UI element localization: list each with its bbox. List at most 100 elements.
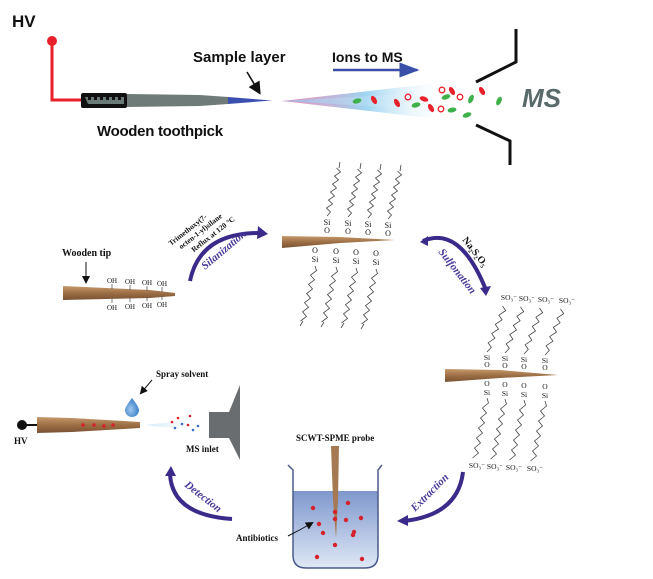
ion-green bbox=[447, 107, 457, 113]
ion-green bbox=[496, 96, 502, 106]
analyte-ion bbox=[170, 420, 174, 424]
vinyl-end bbox=[399, 164, 402, 172]
beaker bbox=[287, 464, 383, 569]
oxygen-atom: O bbox=[484, 379, 490, 388]
alkyl-chain bbox=[366, 169, 383, 219]
antibiotic-particle bbox=[310, 505, 316, 511]
antibiotics-pointer-arrow bbox=[287, 521, 314, 537]
sulfonation-arrow: Na₂S₂O₅ Sulfonation bbox=[420, 235, 491, 296]
alkyl-chain bbox=[523, 307, 544, 355]
silicon-atom: Si bbox=[502, 354, 508, 363]
oxygen-atom: O bbox=[353, 248, 359, 257]
alkyl-chain bbox=[300, 265, 317, 322]
wooden-toothpick bbox=[127, 94, 228, 107]
sample-layer-pointer-arrow bbox=[246, 71, 261, 95]
alkyl-chain bbox=[486, 305, 507, 353]
oxygen-atom: O bbox=[502, 361, 508, 370]
oh-group-bottom: OH bbox=[142, 302, 152, 310]
step-detection: Spray solvent HV MS inlet bbox=[14, 369, 240, 460]
ion-red bbox=[427, 103, 435, 113]
oxygen-atom: O bbox=[484, 360, 490, 369]
silicon-atom: Si bbox=[502, 389, 508, 398]
alkyl-chain bbox=[325, 167, 342, 217]
detection-probe bbox=[37, 417, 140, 433]
detection-arrow: Detection bbox=[165, 466, 233, 521]
ion-red bbox=[478, 86, 486, 96]
oxygen-atom: O bbox=[542, 363, 548, 372]
silicon-atom: Si bbox=[373, 258, 380, 267]
spray-solvent-pointer-arrow bbox=[139, 379, 153, 395]
adsorbed-analyte bbox=[92, 423, 96, 427]
ms-inlet-upper bbox=[475, 29, 518, 84]
silicon-atom: Si bbox=[345, 219, 352, 228]
sulfonate-group: SO₃⁻ bbox=[469, 461, 485, 470]
toothpick-label: Wooden toothpick bbox=[97, 123, 224, 140]
spray-solvent-label: Spray solvent bbox=[156, 369, 208, 379]
hv-wire bbox=[50, 41, 82, 102]
oh-group-bottom: OH bbox=[107, 304, 117, 312]
ion-red bbox=[393, 98, 401, 108]
oxygen-atom: O bbox=[365, 228, 371, 237]
detection-label: Detection bbox=[181, 478, 223, 515]
oxygen-atom: O bbox=[521, 362, 527, 371]
silicon-atom: Si bbox=[484, 353, 490, 362]
step-extraction-beaker: SCWT-SPME probe Antibiotics bbox=[236, 433, 383, 569]
silicon-atom: Si bbox=[521, 390, 527, 399]
oh-group-top: OH bbox=[125, 278, 135, 286]
detection-spray bbox=[145, 418, 210, 432]
oxygen-atom: O bbox=[324, 226, 330, 235]
vinyl-end bbox=[338, 161, 341, 169]
sulfonate-group: SO₃⁻ bbox=[487, 462, 503, 471]
silicon-atom: Si bbox=[365, 220, 372, 229]
ms-inlet bbox=[209, 385, 240, 460]
ion-red bbox=[419, 96, 429, 102]
ion-green bbox=[411, 102, 421, 108]
toothpick-holder bbox=[81, 93, 127, 108]
antibiotic-particles bbox=[310, 500, 365, 562]
hv-label-2: HV bbox=[14, 436, 28, 446]
oh-group-top: OH bbox=[107, 277, 117, 285]
antibiotic-particle bbox=[332, 516, 338, 522]
vinyl-end bbox=[359, 162, 362, 170]
alkyl-chain bbox=[509, 399, 526, 461]
alkyl-chain bbox=[361, 268, 378, 325]
oxygen-atom: O bbox=[385, 229, 391, 238]
ms-inlet-lower bbox=[475, 123, 512, 165]
oxygen-atom: O bbox=[502, 380, 508, 389]
antibiotic-particle bbox=[345, 500, 351, 506]
ms-label: MS bbox=[522, 83, 562, 113]
ion-red bbox=[370, 95, 378, 105]
sulfonated-chains: OSiSO₃⁻OSiSO₃⁻OSiSO₃⁻OSiSO₃⁻OSiSO₃⁻OSiSO… bbox=[469, 293, 575, 473]
oh-group-top: OH bbox=[157, 280, 167, 288]
ion-green bbox=[441, 94, 451, 100]
step-sulfonated-tip: OSiSO₃⁻OSiSO₃⁻OSiSO₃⁻OSiSO₃⁻OSiSO₃⁻OSiSO… bbox=[445, 293, 575, 473]
antibiotic-particle bbox=[332, 542, 338, 548]
alkyl-chain bbox=[472, 397, 489, 459]
oxygen-atom: O bbox=[542, 382, 548, 391]
vinyl-end bbox=[379, 163, 382, 171]
silicon-atom: Si bbox=[312, 255, 319, 264]
alkyl-chain bbox=[530, 400, 547, 462]
sulfonate-group: SO₃⁻ bbox=[501, 293, 517, 302]
oxygen-atom: O bbox=[345, 227, 351, 236]
alkyl-chain bbox=[386, 170, 403, 220]
adsorbed-analyte bbox=[102, 424, 106, 428]
adsorbed-analyte bbox=[111, 423, 115, 427]
vinyl-end bbox=[340, 322, 345, 329]
silicon-atom: Si bbox=[333, 256, 340, 265]
solvent-ion bbox=[191, 428, 195, 432]
silicon-atom: Si bbox=[542, 356, 548, 365]
antibiotic-particle bbox=[320, 530, 326, 536]
oxygen-atom: O bbox=[521, 381, 527, 390]
sulfonate-group: SO₃⁻ bbox=[538, 295, 554, 304]
vinyl-end bbox=[299, 320, 304, 327]
oh-group-bottom: OH bbox=[157, 301, 167, 309]
alkyl-chain bbox=[490, 398, 507, 460]
hv-label: HV bbox=[12, 12, 36, 31]
vinyl-end bbox=[320, 321, 325, 328]
antibiotic-particle bbox=[332, 509, 338, 515]
oh-group-top: OH bbox=[142, 279, 152, 287]
